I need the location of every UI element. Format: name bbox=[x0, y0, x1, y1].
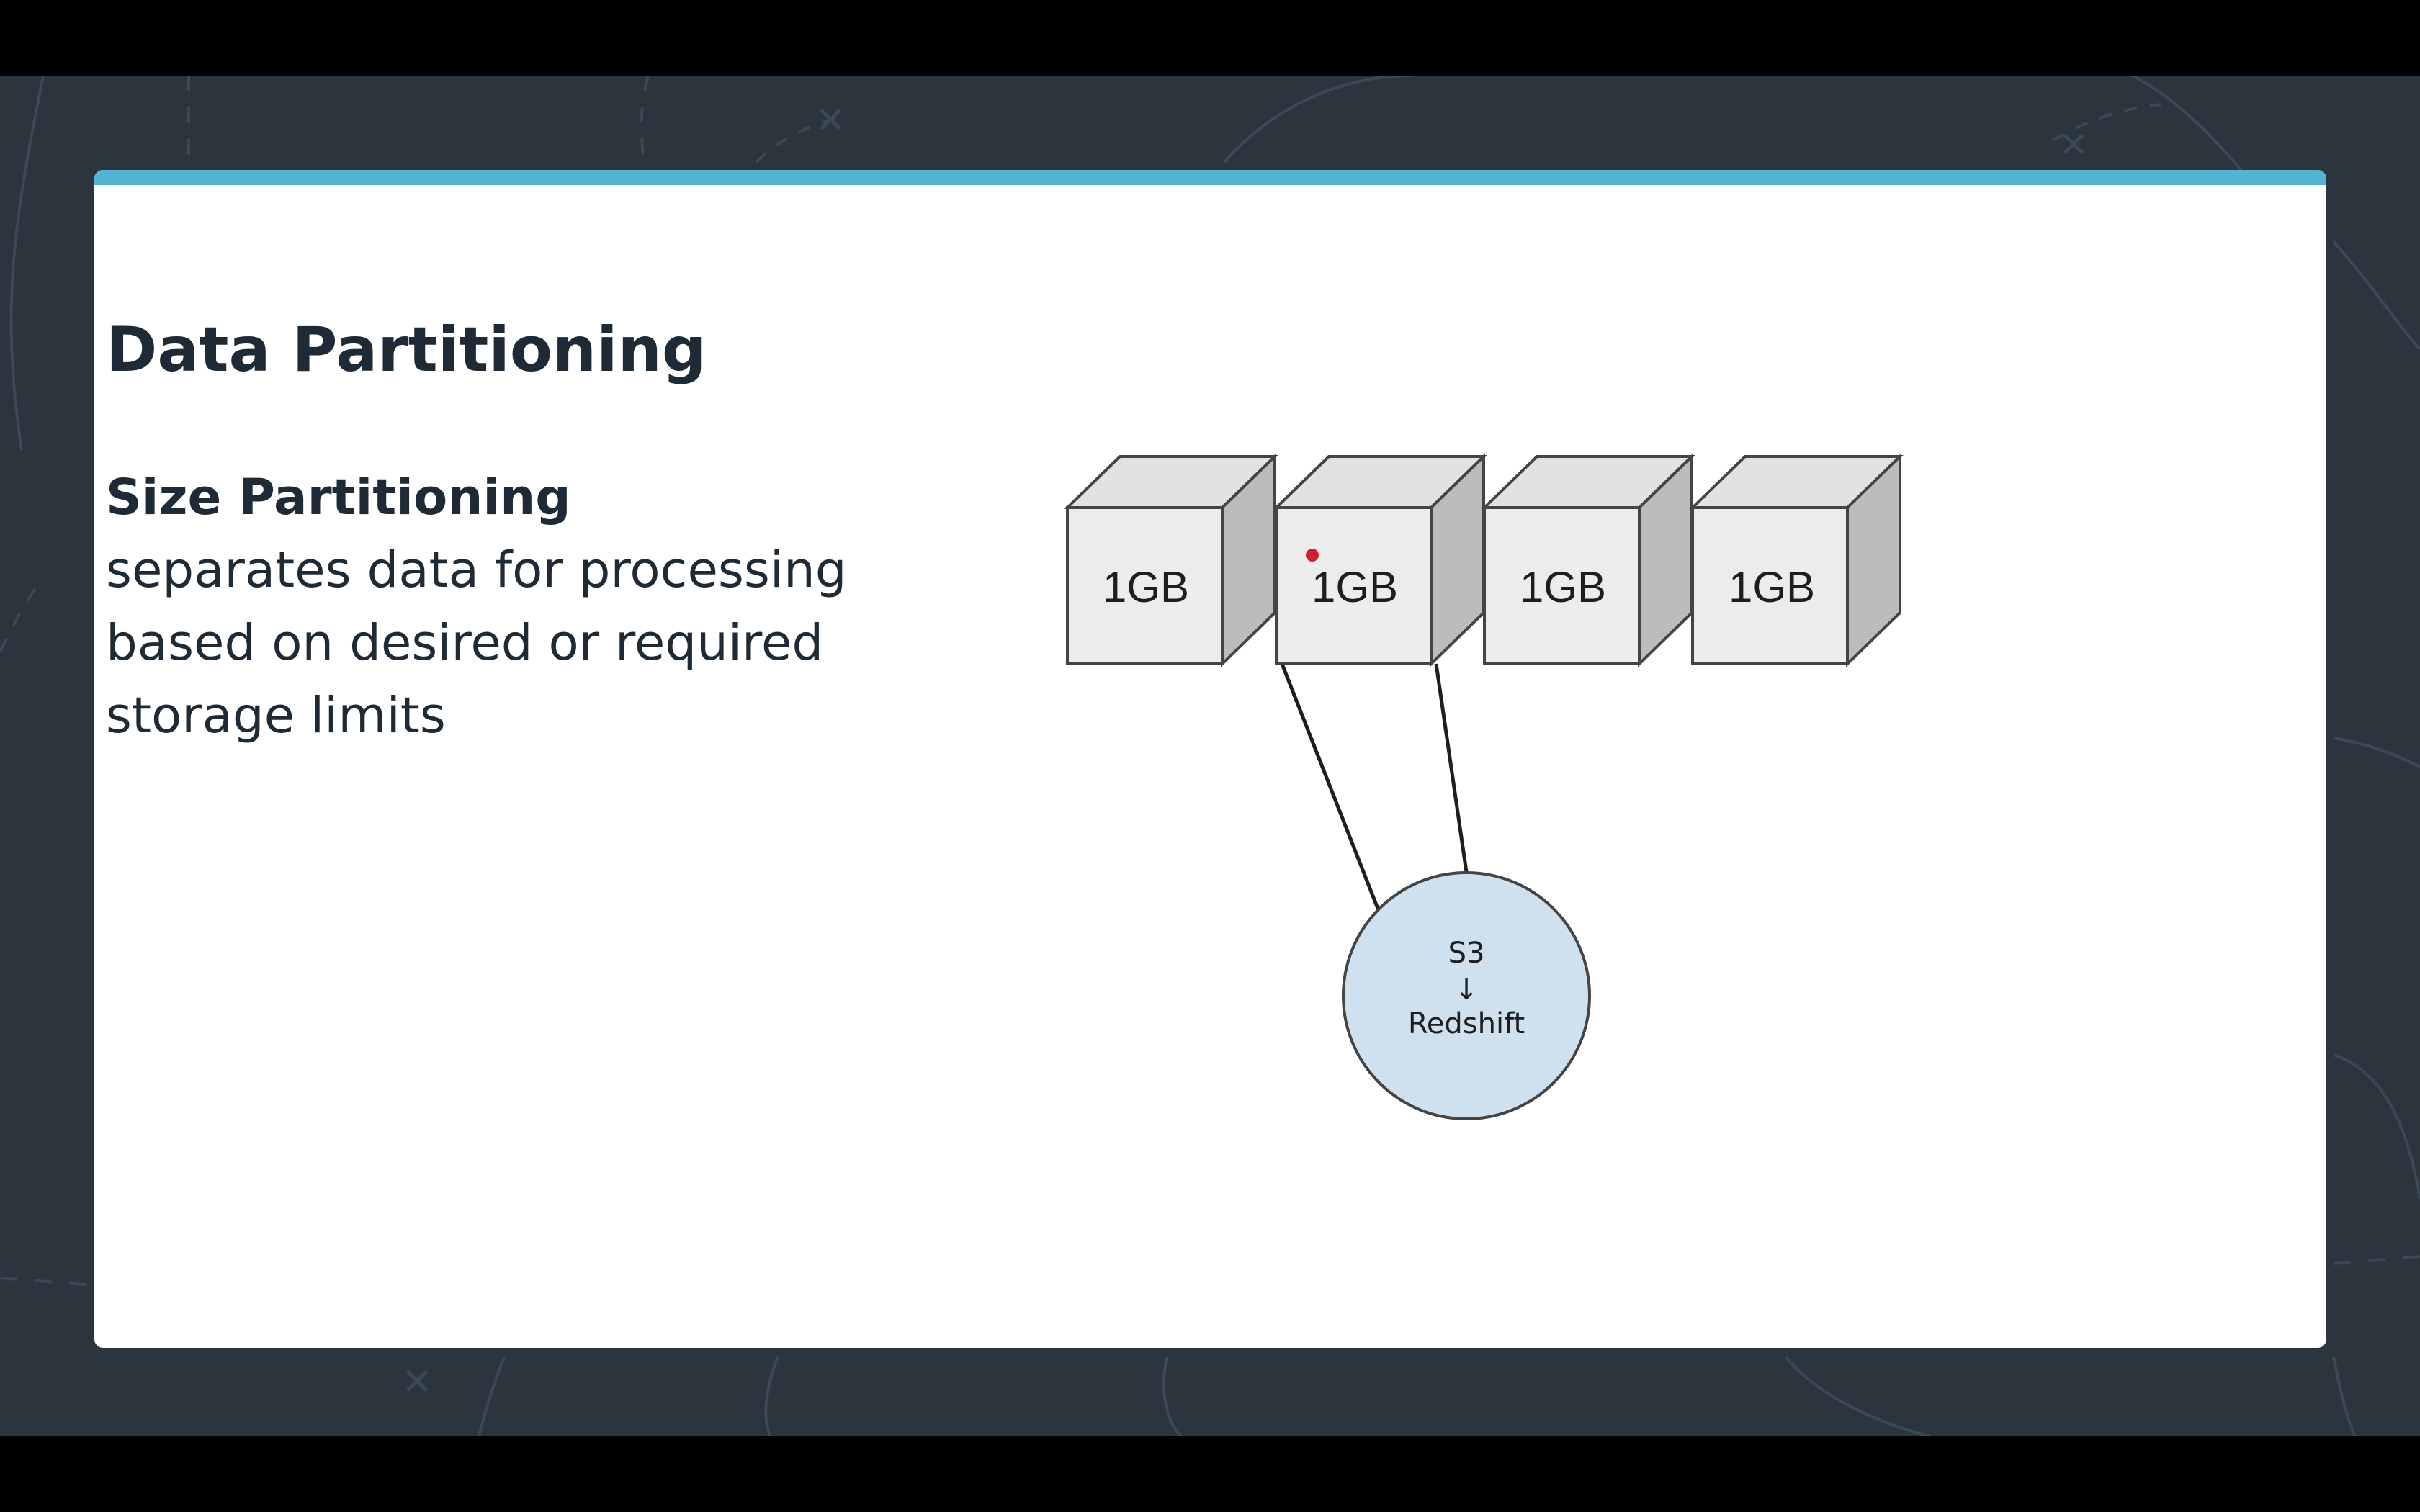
block-label: 1GB bbox=[1520, 563, 1606, 611]
letterbox-top bbox=[0, 0, 2420, 76]
connector-line-right bbox=[1434, 663, 1469, 873]
partition-diagram: 1GB 1GB 1GB 1GB S3 ↓ bbox=[1064, 453, 1904, 1120]
target-node: S3 ↓ Redshift bbox=[1342, 871, 1591, 1120]
description: separates data for processing based on d… bbox=[106, 541, 847, 744]
target-node-arrow: ↓ bbox=[1454, 973, 1479, 1007]
block-label: 1GB bbox=[1103, 563, 1189, 611]
block-label: 1GB bbox=[1312, 563, 1398, 611]
subheading: Size Partitioning bbox=[106, 469, 571, 526]
slide-title: Data Partitioning bbox=[106, 314, 707, 386]
data-block: 1GB bbox=[1064, 453, 1278, 667]
slide-body: Size Partitioning separates data for pro… bbox=[106, 462, 898, 752]
data-block: 1GB bbox=[1689, 453, 1904, 667]
block-label: 1GB bbox=[1729, 563, 1815, 611]
letterbox-bottom bbox=[0, 1436, 2420, 1512]
target-node-source: S3 bbox=[1448, 937, 1485, 970]
data-block: 1GB bbox=[1273, 453, 1487, 667]
slide-accent-bar bbox=[94, 170, 2326, 185]
target-node-circle bbox=[1342, 871, 1591, 1120]
data-block: 1GB bbox=[1481, 453, 1695, 667]
pointer-dot bbox=[1306, 549, 1319, 562]
slide-card: Data Partitioning Size Partitioning sepa… bbox=[94, 170, 2326, 1348]
block-side bbox=[1846, 453, 1901, 667]
target-node-destination: Redshift bbox=[1408, 1007, 1525, 1040]
connector-line-left bbox=[1280, 663, 1381, 913]
